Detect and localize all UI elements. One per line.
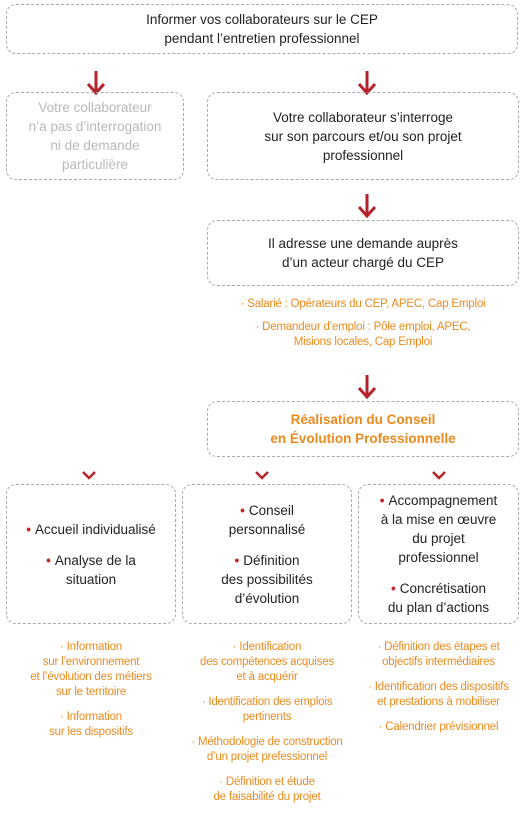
chevron-down-icon [432,471,446,480]
demand-box: Il adresse une demande auprès d’un acteu… [207,220,519,286]
realisation-box: Réalisation du Conseil en Évolution Prof… [207,401,519,457]
no-question-box: Votre collaborateur n’a pas d’interrogat… [6,92,184,180]
note-item: · Identification des dispositifs et pres… [368,681,509,708]
realisation-line2: en Évolution Professionnelle [270,431,456,446]
notes-col-3: · Définition des étapes et objectifs int… [356,640,521,745]
step-point: •Définition des possibilités d’évolution [221,552,313,606]
questioning-line: Votre collaborateur s’interroge [272,109,454,125]
down-arrow-icon [357,71,377,96]
top-box: Informer vos collaborateurs sur le CEP p… [6,4,518,54]
notes-col-2: · Identification des compétences acquise… [178,640,356,815]
note-item: · Définition des étapes et objectifs int… [377,641,500,668]
top-box-line1: Informer vos collaborateurs sur le CEP [146,12,378,27]
bullet-icon: • [26,521,31,537]
step-point: •Analyse de la situation [46,552,136,587]
realisation-line1: Réalisation du Conseil [290,412,436,427]
notes-col-1: · Information sur l’environnement et l’é… [6,640,176,750]
questioning-box: Votre collaborateur s’interroge sur son … [207,92,519,180]
chevron-down-icon [255,471,269,480]
bullet-icon: • [379,493,385,508]
questioning-line: sur son parcours et/ou son projet [264,128,462,144]
down-arrow-icon [357,375,377,400]
demand-line: Il adresse une demande auprès [268,236,458,251]
note-item: · Identification des compétences acquise… [200,641,334,683]
actors-list: · Salarié : Opérateurs du CEP, APEC, Cap… [207,297,519,350]
no-question-line: ni de demande [50,138,140,153]
note-item: · Méthodologie de construction d’un proj… [191,736,343,763]
no-question-line: Votre collaborateur [38,100,152,115]
bullet-icon: • [390,581,396,596]
step-box-welcome: •Accueil individualisé •Analyse de la si… [6,484,176,624]
note-item: · Information sur les dispositifs [49,711,133,738]
actor-demandeur: Misions locales, Cap Emploi [293,336,433,348]
bullet-icon: • [46,552,51,568]
actor-demandeur: · Demandeur d’emploi : Pôle emploi, APEC… [255,321,471,333]
top-box-line2: pendant l’entretien professionnel [164,31,360,46]
down-arrow-icon [357,194,377,219]
no-question-line: particulière [61,157,129,172]
down-arrow-icon [86,71,106,96]
step-point: •Concrétisation du plan d’actions [387,581,490,615]
no-question-line: n’a pas d’interrogation [28,119,162,134]
bullet-icon: • [240,502,245,518]
actor-salarie: · Salarié : Opérateurs du CEP, APEC, Cap… [240,298,486,310]
note-item: · Identification des emplois pertinents [201,696,333,723]
note-item: · Définition et étude de faisabilité du … [213,776,321,803]
step-point: •Accompagnement à la mise en œuvre du pr… [379,493,498,565]
step-box-support: •Accompagnement à la mise en œuvre du pr… [358,484,519,624]
note-item: · Information sur l’environnement et l’é… [30,641,152,698]
demand-line: d’un acteur chargé du CEP [281,255,445,270]
step-point: •Conseil personnalisé [228,502,306,537]
questioning-line: professionnel [322,147,404,163]
step-point: •Accueil individualisé [26,521,156,537]
chevron-down-icon [82,471,96,480]
note-item: · Calendrier prévisionnel [378,721,499,733]
bullet-icon: • [234,552,240,568]
step-box-advice: •Conseil personnalisé •Définition des po… [182,484,352,624]
